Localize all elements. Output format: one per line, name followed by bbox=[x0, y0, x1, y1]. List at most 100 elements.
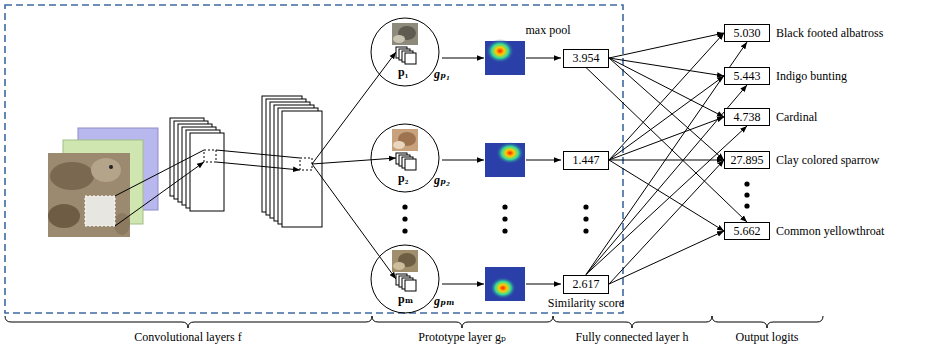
feature-map bbox=[190, 133, 224, 211]
photo-detail bbox=[50, 162, 94, 190]
logit-box: 5.443 bbox=[724, 67, 770, 85]
value-text: 5.030 bbox=[734, 26, 761, 40]
similarity-score-box: 2.617 bbox=[563, 275, 609, 294]
prototype-thumbnail bbox=[392, 250, 418, 272]
logit-box: 5.662 bbox=[724, 222, 770, 240]
connection-arrow bbox=[586, 68, 747, 223]
section-label: Output logits bbox=[735, 330, 798, 344]
connection-arrow bbox=[586, 85, 747, 275]
projection-line bbox=[312, 164, 396, 279]
dot bbox=[583, 204, 588, 209]
heat-map bbox=[485, 143, 525, 177]
section-label: Fully connected layer h bbox=[576, 330, 689, 344]
bird-eye bbox=[109, 165, 113, 169]
dot bbox=[502, 228, 507, 233]
dot bbox=[583, 216, 588, 221]
projection-line bbox=[216, 150, 300, 158]
projection-line bbox=[115, 162, 204, 226]
thumbnail-detail bbox=[393, 141, 405, 149]
dot bbox=[744, 181, 749, 186]
value-text: 27.895 bbox=[731, 153, 764, 167]
connection-arrow bbox=[609, 231, 724, 284]
flow-arrow bbox=[526, 284, 561, 285]
flow-arrow bbox=[442, 58, 484, 59]
brace bbox=[372, 316, 553, 328]
prototype-unit-label: gₚₘ bbox=[434, 294, 455, 308]
connection-arrow bbox=[609, 160, 724, 161]
connection-arrow bbox=[609, 58, 724, 117]
prototype-unit-label: gₚ₁ bbox=[434, 67, 450, 81]
prototype-label: p₂ bbox=[398, 171, 408, 185]
similarity-score-box: 3.954 bbox=[563, 49, 609, 68]
heat-map bbox=[485, 267, 525, 301]
class-name: Cardinal bbox=[776, 110, 817, 124]
heat-spot bbox=[496, 142, 524, 164]
dot bbox=[744, 192, 749, 197]
class-name: Indigo bunting bbox=[776, 69, 847, 83]
heat-spot bbox=[490, 277, 516, 299]
projection-line bbox=[312, 52, 396, 164]
flow-arrow bbox=[526, 58, 561, 59]
connection-arrow bbox=[586, 126, 747, 275]
dot bbox=[402, 216, 407, 221]
heat-spot bbox=[486, 39, 514, 63]
connection-arrow bbox=[609, 160, 724, 231]
value-text: 1.447 bbox=[573, 153, 600, 167]
prototype-thumbnail bbox=[392, 129, 418, 151]
prototype-patch bbox=[405, 159, 416, 170]
section-label: Prototype layer gₚ bbox=[418, 330, 505, 344]
similarity-score-box: 1.447 bbox=[563, 151, 609, 170]
dot bbox=[402, 204, 407, 209]
logit-box: 4.738 bbox=[724, 108, 770, 126]
dot bbox=[583, 228, 588, 233]
brace bbox=[5, 316, 372, 328]
thumbnail-detail bbox=[393, 35, 405, 43]
connection-arrow bbox=[609, 76, 724, 160]
photo-detail bbox=[48, 204, 80, 228]
logit-box: 27.895 bbox=[724, 151, 770, 169]
projection-line bbox=[312, 158, 396, 164]
receptive-field bbox=[300, 158, 312, 170]
flow-arrow bbox=[526, 160, 561, 161]
prototype-label: p₁ bbox=[398, 65, 408, 79]
dot bbox=[502, 216, 507, 221]
class-name: Common yellowthroat bbox=[776, 224, 884, 238]
brace bbox=[712, 316, 823, 328]
receptive-field bbox=[204, 150, 216, 162]
connection-arrow bbox=[586, 42, 747, 275]
value-text: 5.443 bbox=[734, 69, 761, 83]
photo-detail bbox=[114, 213, 130, 235]
dot bbox=[402, 228, 407, 233]
logit-box: 5.030 bbox=[724, 24, 770, 42]
brace bbox=[553, 316, 712, 328]
flow-arrow bbox=[442, 160, 484, 161]
value-text: 4.738 bbox=[734, 110, 761, 124]
prototype-unit-label: gₚ₂ bbox=[434, 173, 450, 187]
dot bbox=[744, 203, 749, 208]
dot bbox=[502, 204, 507, 209]
prototype-circle: p₁gₚ₁ bbox=[370, 17, 440, 87]
operation-label: max pool bbox=[526, 23, 571, 37]
circle-border bbox=[371, 124, 439, 192]
flow-arrow bbox=[442, 284, 484, 285]
prototype-patch bbox=[405, 53, 416, 64]
connection-arrow bbox=[609, 33, 724, 160]
projection-line bbox=[216, 162, 300, 170]
dashed-region bbox=[5, 5, 623, 313]
prototype-circle: pₘgₚₘ bbox=[370, 244, 440, 314]
prototype-thumbnail bbox=[392, 23, 418, 45]
circle-border bbox=[371, 18, 439, 86]
value-text: 3.954 bbox=[573, 51, 600, 65]
class-name: Clay colored sparrow bbox=[776, 153, 879, 167]
axis-label: Similarity score bbox=[548, 296, 624, 310]
prototype-label: pₘ bbox=[398, 292, 413, 306]
class-name: Black footed albatross bbox=[776, 26, 883, 40]
prototype-patch bbox=[405, 280, 416, 291]
section-label: Convolutional layers f bbox=[134, 330, 241, 344]
bird-head bbox=[91, 158, 121, 182]
circle-border bbox=[371, 245, 439, 313]
